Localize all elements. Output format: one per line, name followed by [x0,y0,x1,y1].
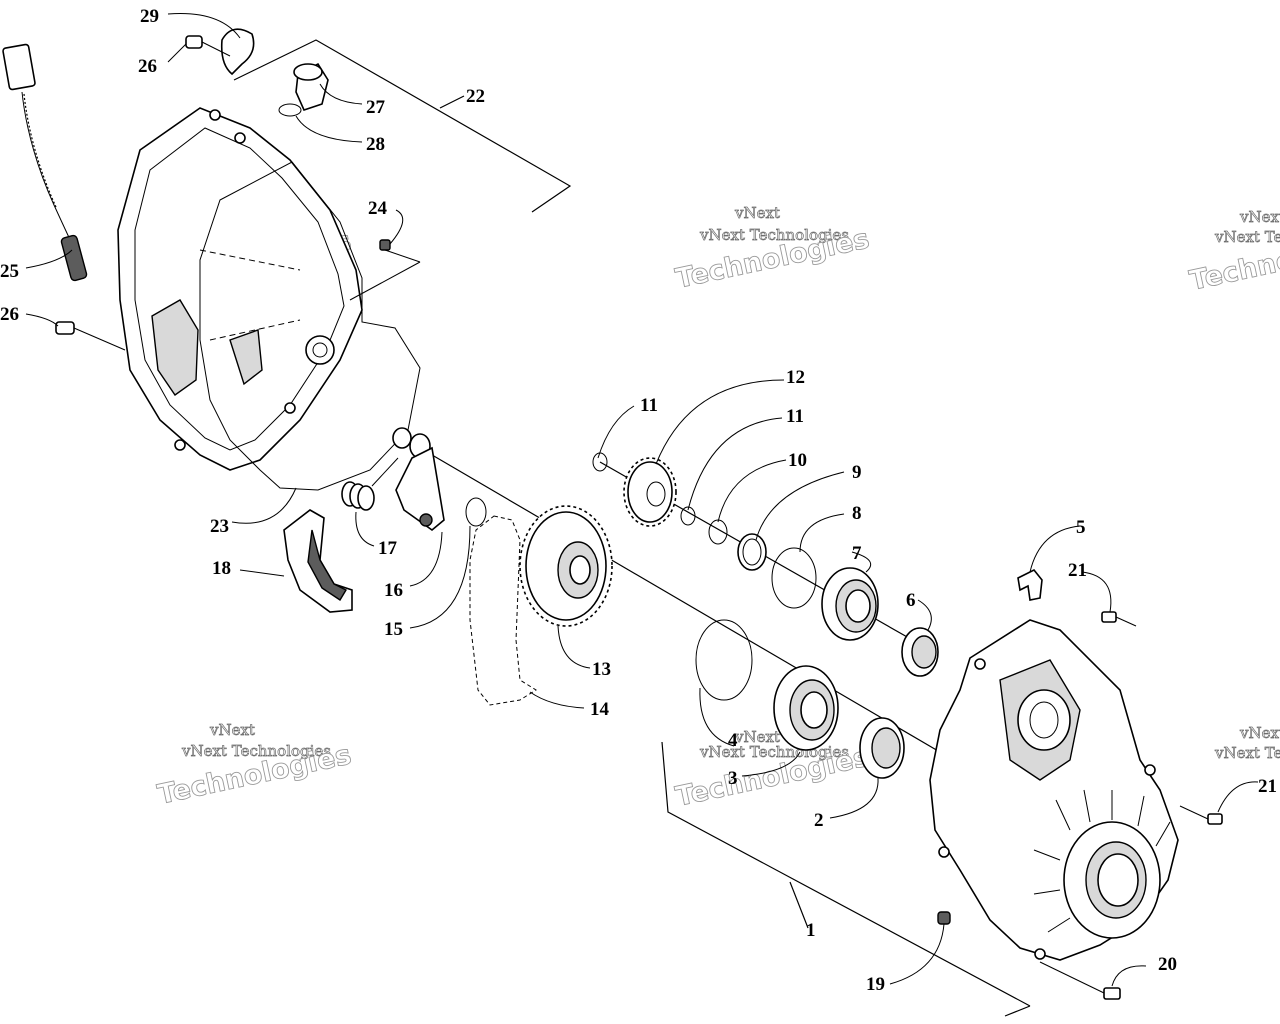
part-5-elbow-fitting [1017,568,1043,601]
callout-17: 17 [378,538,398,559]
watermark-line1: vNext [1239,724,1280,742]
callout-26-left: 26 [0,304,19,325]
part-12-upper-gear [623,457,677,527]
dash-line-1 [199,249,301,271]
callout-11-right: 11 [786,406,804,427]
callout-21-top: 21 [1068,560,1087,581]
part-24-nut [379,239,391,251]
watermark-left-bottom: vNext vNext Technologies Technologies [155,721,355,812]
part-26-screw-top [185,35,231,57]
watermark-line2: vNext Technologies [1214,228,1280,246]
callout-6: 6 [906,590,916,611]
watermark-right-bottom: vNext vNext Technologies [1214,724,1280,763]
part-19-nut [937,911,951,925]
part-26-screw-left [55,321,126,351]
part-10-ring [708,519,728,545]
bracket-22 [233,39,572,213]
part-2-seal [859,717,905,779]
part-7-bearing [821,567,879,641]
part-14-chain [469,515,537,706]
callout-18: 18 [212,558,231,579]
callout-24: 24 [368,198,388,219]
callout-20: 20 [1158,954,1177,975]
part-28-o-ring [278,103,302,117]
watermark-line1: vNext [1239,208,1280,226]
watermark-line1: vNext [209,721,255,739]
part-27-plug [293,62,329,111]
callout-22: 22 [466,86,485,107]
watermark-line1: vNext [734,204,780,222]
callout-3: 3 [728,768,738,789]
callout-13: 13 [592,659,611,680]
dash-line-2 [209,319,301,341]
callout-5: 5 [1076,517,1086,538]
part-21-screw-right [1179,805,1223,825]
callout-7: 7 [852,543,862,564]
part-1-chaincase-housing [929,619,1179,961]
watermark-right-top: vNext vNext Technologies Technologies [1187,208,1280,298]
callout-9: 9 [852,462,862,483]
watermark-line2: vNext Technologies [699,226,849,244]
callout-25: 25 [0,261,19,282]
callout-27: 27 [366,97,386,118]
callout-1: 1 [806,920,816,941]
part-18-tensioner-pad [283,509,353,613]
part-21-screw-top [1101,611,1137,627]
watermark-line2: vNext Technologies [181,742,331,760]
part-29-clip [220,28,255,76]
callout-4: 4 [728,730,738,751]
part-6-seal [901,627,939,677]
callout-2: 2 [814,810,824,831]
callout-labels: 29 26 27 22 28 24 25 26 12 11 11 10 9 8 … [0,6,1277,995]
callout-16: 16 [384,580,403,601]
watermark-line2: vNext Technologies [1214,744,1280,762]
part-20-screw [1039,961,1121,1000]
part-4-o-ring [695,619,753,701]
callout-19: 19 [866,974,885,995]
part-22-chaincase-cover [117,107,363,471]
part-3-bearing [773,665,839,751]
part-8-o-ring [771,547,817,609]
callout-10: 10 [788,450,807,471]
callout-21-right: 21 [1258,776,1277,797]
part-25-speed-sensor [2,43,88,282]
part-16-tensioner-arm [392,427,445,532]
bracket-1 [661,741,1031,1017]
leader-lines [25,13,1259,987]
watermark-center-top: vNext vNext Technologies Technologies [673,204,873,296]
callout-23: 23 [210,516,229,537]
part-15-snap-ring [465,497,487,527]
part-13-drive-gear [519,505,613,627]
part-11-snap-ring-right [680,506,696,526]
shaft-axis-line [414,444,946,756]
callout-14: 14 [590,699,610,720]
callout-15: 15 [384,619,403,640]
callout-26-top: 26 [138,56,157,77]
callout-12: 12 [786,367,805,388]
watermark-line1: vNext [734,728,780,746]
leader-24-a [384,249,421,263]
callout-29: 29 [140,6,159,27]
callout-11-left: 11 [640,395,658,416]
callout-28: 28 [366,134,385,155]
callout-8: 8 [852,503,862,524]
part-9-washer [737,533,767,571]
leader-24-b [349,261,421,301]
part-17-spring [341,457,399,511]
part-23-gasket [199,161,421,491]
